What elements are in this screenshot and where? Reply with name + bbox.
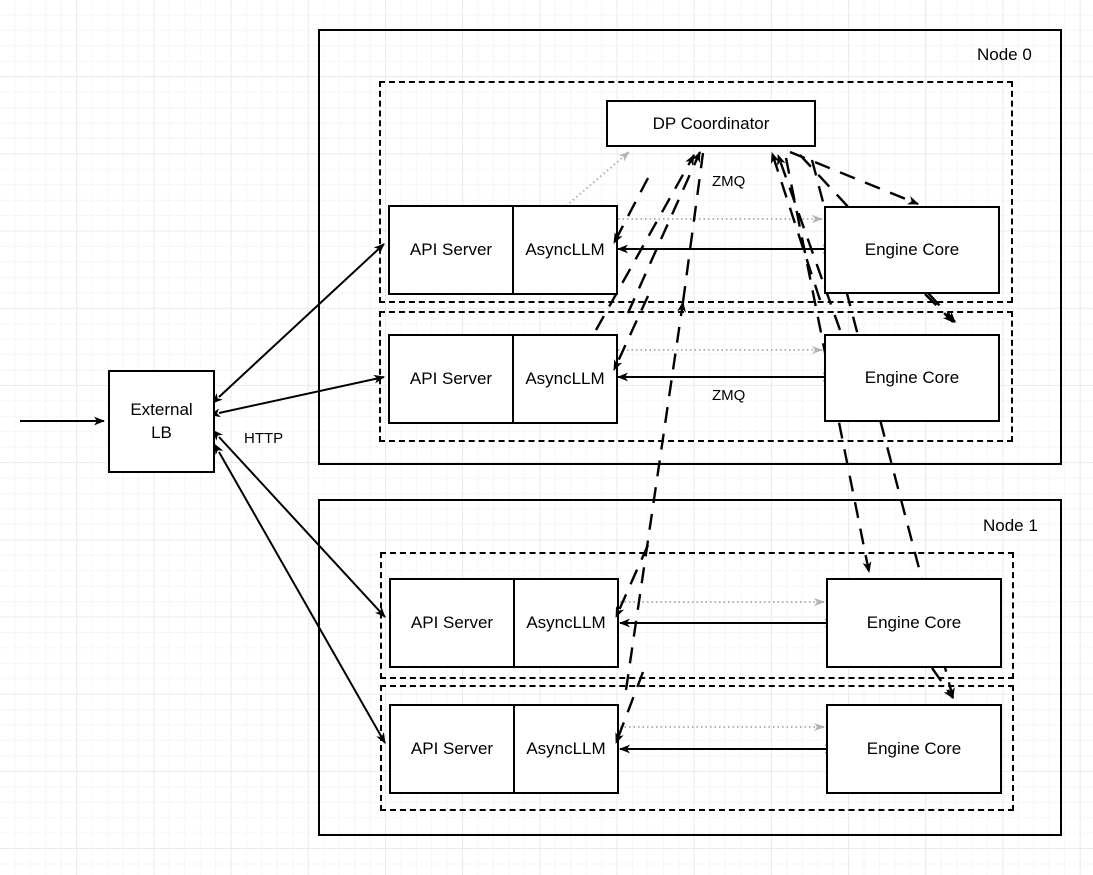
node1-g1-asyncllm-label-cell: AsyncLLM [515,706,617,792]
asyncllm-label: AsyncLLM [525,240,605,259]
zmq-node0-g1-label: ZMQ [712,387,746,404]
node0-g1-asyncllm-label-cell: AsyncLLM [514,336,616,422]
zmq-coordinator-label: ZMQ [712,173,746,190]
edge-coordinator-zmq-links [594,151,842,691]
engine-core-label: Engine Core [866,739,962,758]
node-0-label: Node 0 [977,45,1032,64]
external-lb-label-line1: External [130,399,193,419]
node-0-group-0 [379,81,1013,303]
node0-g1-engine-core-box[interactable]: Engine Core [824,334,1000,422]
edge-lb-to-node1-api0 [212,429,386,618]
node0-g0-api-server-label-cell: API Server [390,207,514,293]
http-label: HTTP [244,430,284,447]
dp-coordinator-box[interactable]: DP Coordinator [606,100,816,147]
engine-core-label: Engine Core [864,240,960,259]
engine-core-label: Engine Core [864,368,960,387]
node0-g0-asyncllm-label-cell: AsyncLLM [514,207,616,293]
asyncllm-label: AsyncLLM [526,613,606,632]
api-server-label: API Server [409,240,493,259]
node1-g0-engine-core-box[interactable]: Engine Core [826,578,1002,668]
dp-coordinator-label: DP Coordinator [652,113,770,133]
node1-g0-asyncllm-label-cell: AsyncLLM [515,580,617,666]
node-1-group-1 [380,685,1014,811]
api-server-label: API Server [409,369,493,388]
node0-g0-api-server-box[interactable]: API Server AsyncLLM [388,205,618,295]
node1-g0-api-server-label-cell: API Server [391,580,515,666]
api-server-label: API Server [410,613,494,632]
node-1-label: Node 1 [983,516,1038,535]
external-lb-label-line2: LB [151,422,172,442]
edge-zmq-node0-g0 [617,215,834,254]
node1-g1-api-server-label-cell: API Server [391,706,515,792]
node1-g0-api-server-box[interactable]: API Server AsyncLLM [389,578,619,668]
edge-asyncllm-to-coordinator-faint [565,151,630,207]
asyncllm-label: AsyncLLM [526,739,606,758]
node0-g1-api-server-label-cell: API Server [390,336,514,422]
node0-g0-engine-core-box[interactable]: Engine Core [824,206,1000,294]
node0-g1-api-server-box[interactable]: API Server AsyncLLM [388,334,618,424]
external-lb-box[interactable]: External LB [108,370,215,473]
engine-core-label: Engine Core [866,613,962,632]
api-server-label: API Server [410,739,494,758]
edge-lb-to-node0-api1 [209,374,385,418]
node1-g1-engine-core-box[interactable]: Engine Core [826,704,1002,794]
asyncllm-label: AsyncLLM [525,369,605,388]
node1-g1-api-server-box[interactable]: API Server AsyncLLM [389,704,619,794]
edge-zmq-node1-g1 [619,723,836,754]
edge-zmq-node0-g1 [617,346,834,382]
edge-zmq-node1-g0 [619,598,836,628]
edge-lb-to-node1-api1 [214,443,386,744]
edge-lb-to-node0-api0 [211,243,385,404]
